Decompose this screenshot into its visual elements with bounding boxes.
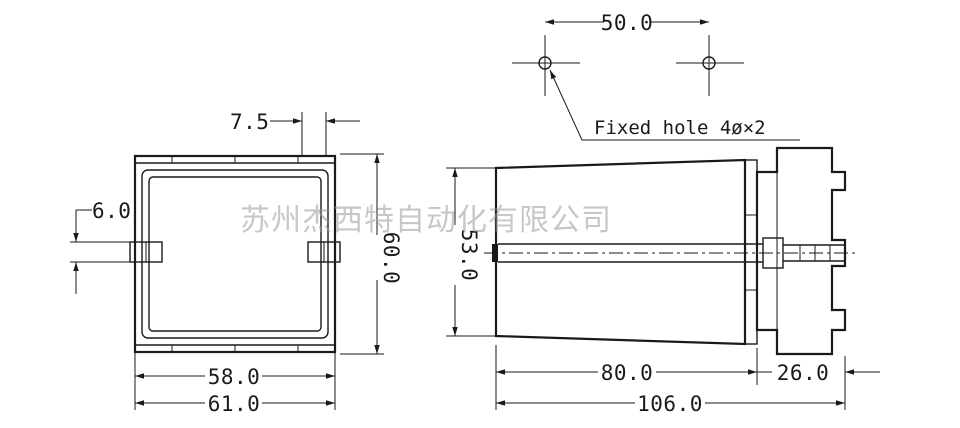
dim-front-gap: 7.5 <box>230 110 269 134</box>
dim-side-height: 53.0 <box>457 229 481 282</box>
dim-front-height: 60.0 <box>379 232 403 285</box>
dim-side-body-length: 80.0 <box>601 361 654 385</box>
dim-front-inner-width: 58.0 <box>208 365 261 389</box>
front-view: 7.5 6.0 60.0 58.0 61.0 <box>70 110 403 416</box>
hole-note: Fixed hole 4ø×2 <box>594 117 766 139</box>
dim-front-side: 6.0 <box>92 199 131 223</box>
dim-hole-spacing: 50.0 <box>601 11 654 35</box>
side-view: 53.0 80.0 26.0 106.0 <box>446 146 880 416</box>
company-watermark: 苏州杰西特自动化有限公司 <box>240 203 612 238</box>
dim-side-total-length: 106.0 <box>637 392 703 416</box>
dim-side-socket-length: 26.0 <box>777 361 830 385</box>
mounting-holes: 50.0 Fixed hole 4ø×2 <box>512 11 800 141</box>
dim-front-outer-width: 61.0 <box>208 392 261 416</box>
